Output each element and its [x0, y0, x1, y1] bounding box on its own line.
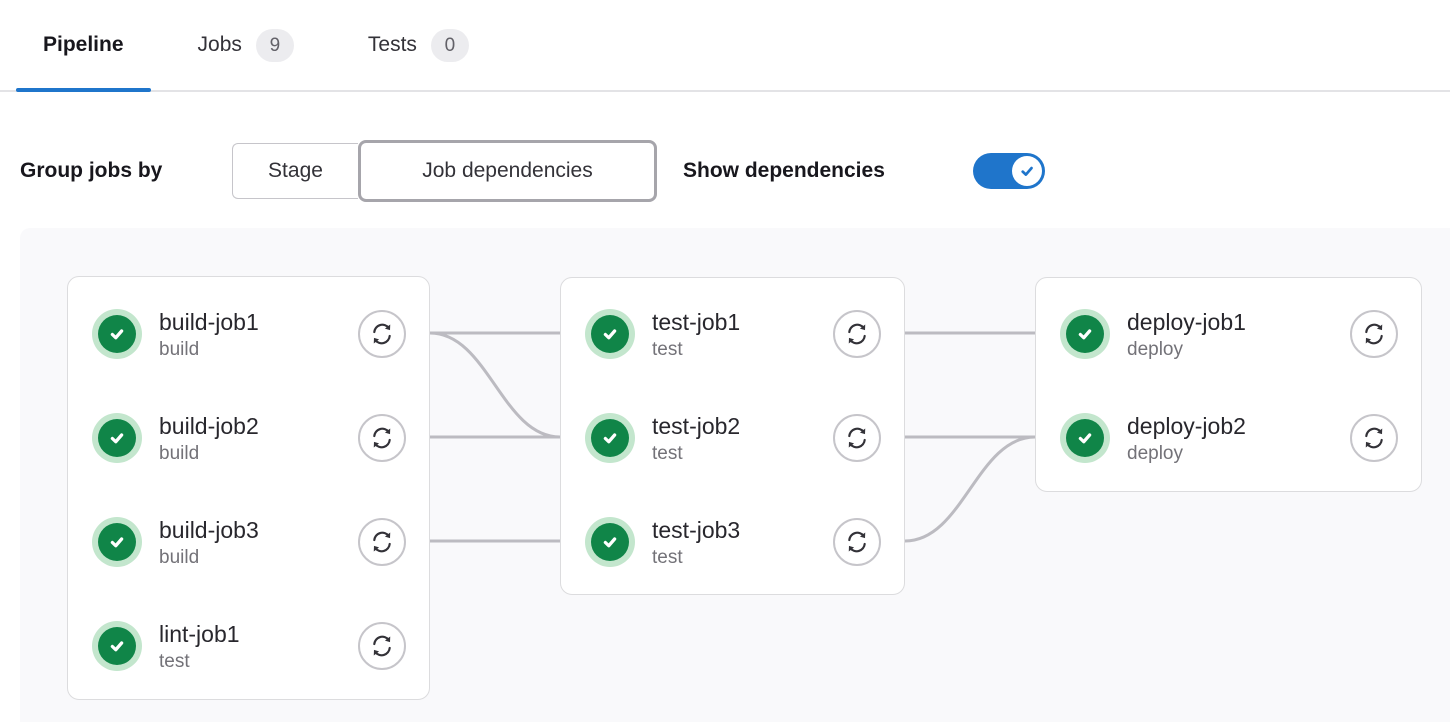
show-dependencies-toggle[interactable]	[973, 153, 1045, 189]
job-item-deploy-job2[interactable]: deploy-job2 deploy	[1036, 386, 1421, 490]
job-stage-label: test	[652, 441, 740, 466]
job-stage-label: deploy	[1127, 441, 1246, 466]
retry-job-button[interactable]	[358, 622, 406, 670]
status-success-icon	[92, 309, 142, 359]
retry-icon	[369, 321, 395, 347]
tab-tests[interactable]: Tests 0	[341, 0, 496, 90]
retry-icon	[369, 425, 395, 451]
retry-job-button[interactable]	[833, 310, 881, 358]
job-name: test-job3	[652, 515, 740, 545]
group-by-stage-button[interactable]: Stage	[232, 143, 358, 199]
job-name: build-job3	[159, 515, 259, 545]
retry-icon	[1361, 321, 1387, 347]
job-stage-label: test	[652, 337, 740, 362]
job-group-card-deploys: deploy-job1 deploy deploy-job2 deploy	[1035, 277, 1422, 492]
status-success-icon	[92, 517, 142, 567]
tab-jobs[interactable]: Jobs 9	[171, 0, 321, 90]
retry-job-button[interactable]	[1350, 414, 1398, 462]
jobs-count-badge: 9	[256, 29, 294, 62]
dependency-edge	[905, 437, 1035, 541]
job-stage-label: build	[159, 441, 259, 466]
job-name: lint-job1	[159, 619, 240, 649]
status-success-icon	[92, 621, 142, 671]
status-success-icon	[585, 517, 635, 567]
retry-icon	[844, 529, 870, 555]
tab-jobs-label: Jobs	[198, 33, 242, 57]
pipeline-detail-tabs: Pipeline Jobs 9 Tests 0	[0, 0, 1450, 92]
check-icon	[1018, 162, 1036, 180]
job-item-test-job2[interactable]: test-job2 test	[561, 386, 904, 490]
status-success-icon	[1060, 309, 1110, 359]
tests-count-badge: 0	[431, 29, 469, 62]
job-name: deploy-job1	[1127, 307, 1246, 337]
job-item-test-job3[interactable]: test-job3 test	[561, 490, 904, 594]
job-group-card-builds: build-job1 build build-job2 build	[67, 276, 430, 700]
group-jobs-by-label: Group jobs by	[20, 139, 162, 203]
retry-icon	[1361, 425, 1387, 451]
status-success-icon	[1060, 413, 1110, 463]
retry-icon	[844, 321, 870, 347]
pipeline-graph-canvas: build-job1 build build-job2 build	[20, 228, 1450, 722]
job-item-test-job1[interactable]: test-job1 test	[561, 282, 904, 386]
group-jobs-segmented-control: Stage Job dependencies	[232, 139, 657, 203]
job-name: test-job2	[652, 411, 740, 441]
retry-job-button[interactable]	[1350, 310, 1398, 358]
status-success-icon	[92, 413, 142, 463]
retry-icon	[844, 425, 870, 451]
graph-toolbar: Group jobs by Stage Job dependencies Sho…	[0, 139, 1450, 203]
job-item-build-job3[interactable]: build-job3 build	[68, 490, 429, 594]
job-stage-label: build	[159, 337, 259, 362]
dependency-edge	[430, 333, 560, 437]
tab-tests-label: Tests	[368, 33, 417, 57]
job-group-card-tests: test-job1 test test-job2 test	[560, 277, 905, 595]
tab-pipeline[interactable]: Pipeline	[16, 0, 151, 90]
group-by-job-dependencies-button[interactable]: Job dependencies	[358, 140, 657, 202]
job-name: test-job1	[652, 307, 740, 337]
status-success-icon	[585, 309, 635, 359]
tab-pipeline-label: Pipeline	[43, 33, 124, 57]
job-item-build-job2[interactable]: build-job2 build	[68, 386, 429, 490]
status-success-icon	[585, 413, 635, 463]
job-item-build-job1[interactable]: build-job1 build	[68, 282, 429, 386]
job-stage-label: deploy	[1127, 337, 1246, 362]
job-name: build-job2	[159, 411, 259, 441]
retry-icon	[369, 529, 395, 555]
job-item-lint-job1[interactable]: lint-job1 test	[68, 594, 429, 698]
retry-job-button[interactable]	[358, 518, 406, 566]
job-name: deploy-job2	[1127, 411, 1246, 441]
job-stage-label: test	[652, 545, 740, 570]
job-item-deploy-job1[interactable]: deploy-job1 deploy	[1036, 282, 1421, 386]
retry-icon	[369, 633, 395, 659]
job-name: build-job1	[159, 307, 259, 337]
job-stage-label: test	[159, 649, 240, 674]
retry-job-button[interactable]	[833, 518, 881, 566]
retry-job-button[interactable]	[833, 414, 881, 462]
show-dependencies-label: Show dependencies	[683, 139, 885, 203]
job-stage-label: build	[159, 545, 259, 570]
toggle-knob	[1012, 156, 1042, 186]
retry-job-button[interactable]	[358, 414, 406, 462]
retry-job-button[interactable]	[358, 310, 406, 358]
